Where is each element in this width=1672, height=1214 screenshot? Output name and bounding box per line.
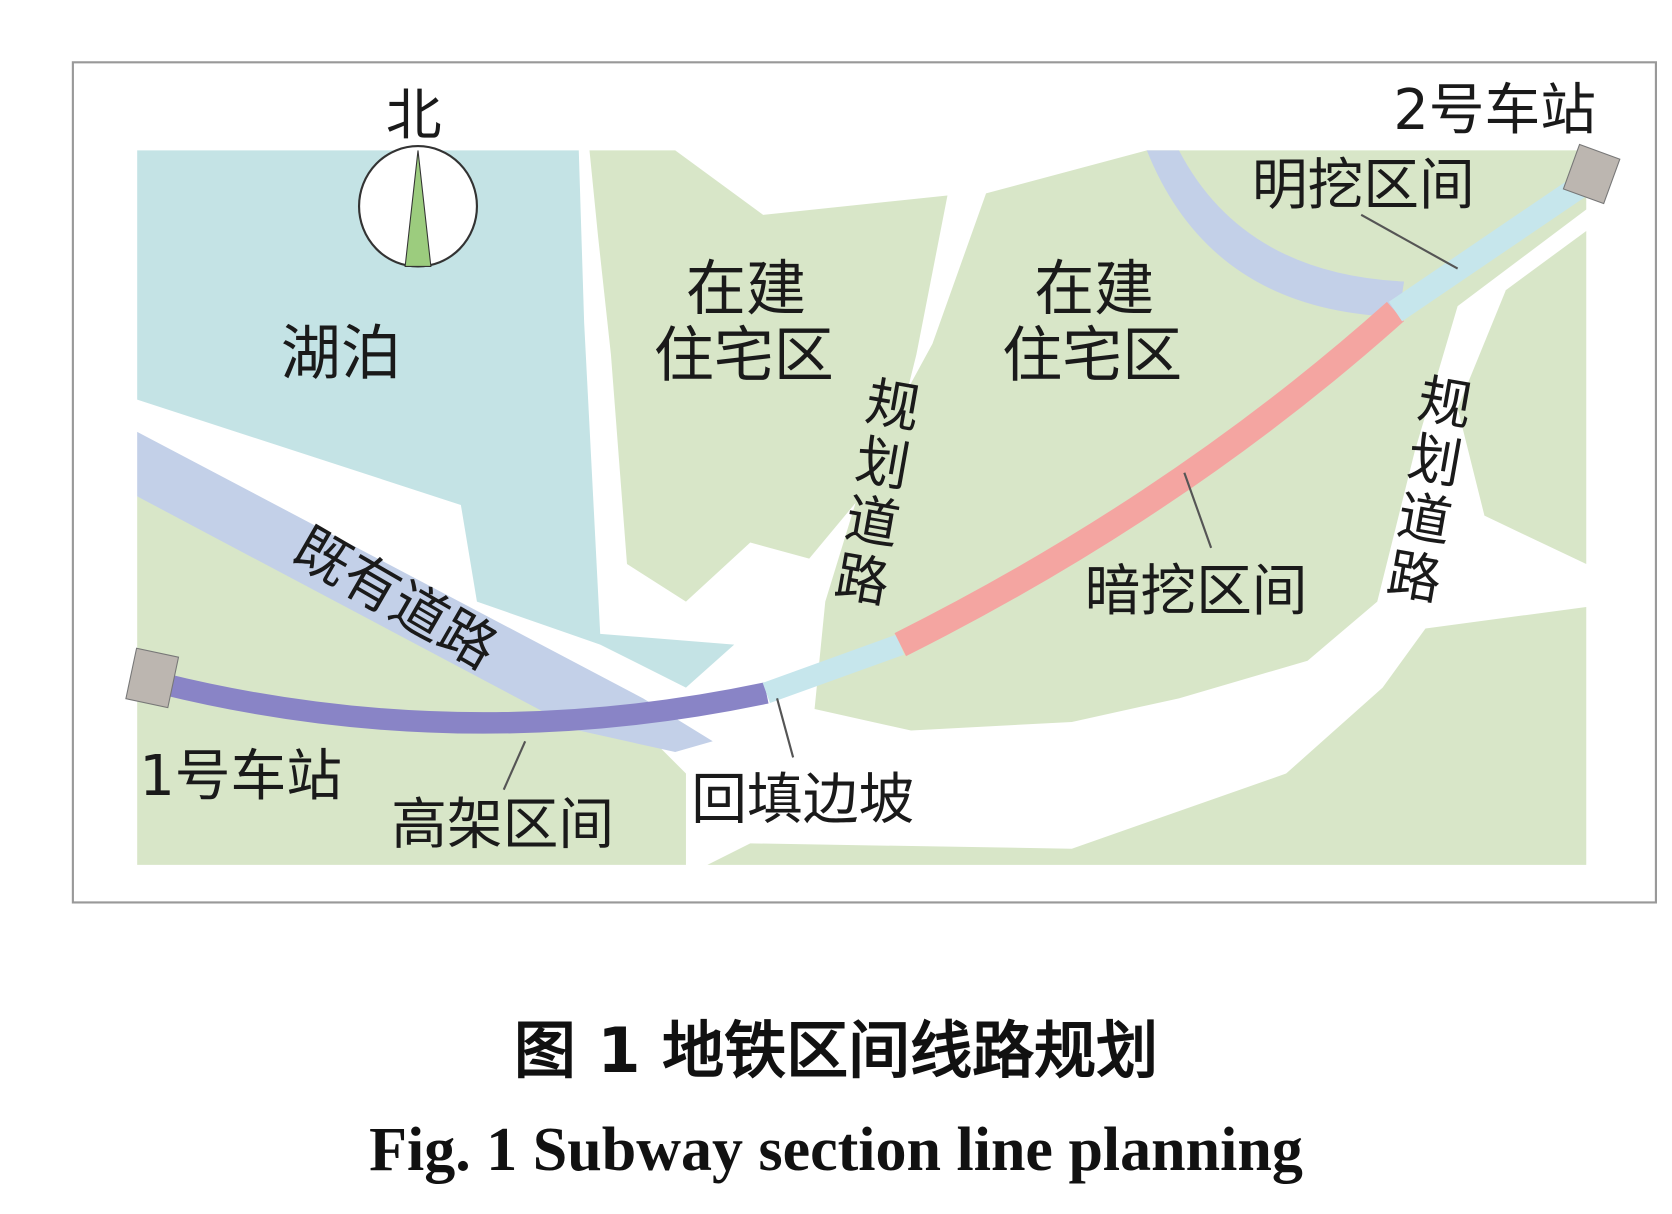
char: 道 — [1393, 483, 1457, 554]
char: 划 — [851, 428, 915, 499]
residential-2-line-2: 住宅区 — [1002, 321, 1182, 391]
residential-2-line-1: 在建 — [1034, 254, 1154, 324]
open-cut-section-line — [1388, 170, 1596, 322]
lake-label: 湖泊 — [281, 319, 401, 389]
elevated-section-label: 高架区间 — [391, 792, 614, 857]
char: 道 — [841, 486, 905, 557]
planned-road-2-label: 规 划 道 路 — [1383, 367, 1477, 613]
mined-section-label: 暗挖区间 — [1085, 559, 1308, 624]
leader-lines — [502, 213, 1459, 791]
planned-road-1-label: 规 划 道 路 — [830, 370, 924, 616]
station-1-marker — [125, 647, 180, 709]
open-cut-section-label: 明挖区间 — [1252, 153, 1475, 218]
north-label: 北 — [386, 83, 442, 148]
backfill-slope-label: 回填边坡 — [691, 768, 914, 833]
caption-english: Fig. 1 Subway section line planning — [369, 1116, 1303, 1184]
caption-chinese: 图 1 地铁区间线路规划 — [513, 1014, 1159, 1087]
char: 路 — [830, 544, 894, 615]
residential-area-1 — [589, 150, 948, 602]
station-2-marker — [1562, 143, 1621, 205]
station-2-label: 2号车站 — [1393, 78, 1596, 143]
arc-road — [1146, 150, 1405, 317]
char: 路 — [1383, 542, 1447, 613]
lake-area — [137, 150, 735, 688]
existing-road — [137, 431, 713, 753]
green-area-right — [1457, 230, 1587, 565]
char: 规 — [1413, 367, 1477, 438]
backfill-section-line — [762, 634, 904, 704]
mined-section-line — [894, 301, 1405, 657]
char: 规 — [861, 370, 925, 441]
green-area-bottom-left — [137, 496, 686, 865]
north-compass-icon — [357, 145, 479, 268]
residential-1-line-1: 在建 — [686, 254, 806, 324]
station-1-label: 1号车站 — [139, 744, 342, 809]
residential-1-line-2: 住宅区 — [654, 321, 834, 391]
char: 划 — [1403, 425, 1467, 496]
elevated-section-line — [158, 672, 769, 734]
green-area-bottom-right — [707, 607, 1587, 865]
